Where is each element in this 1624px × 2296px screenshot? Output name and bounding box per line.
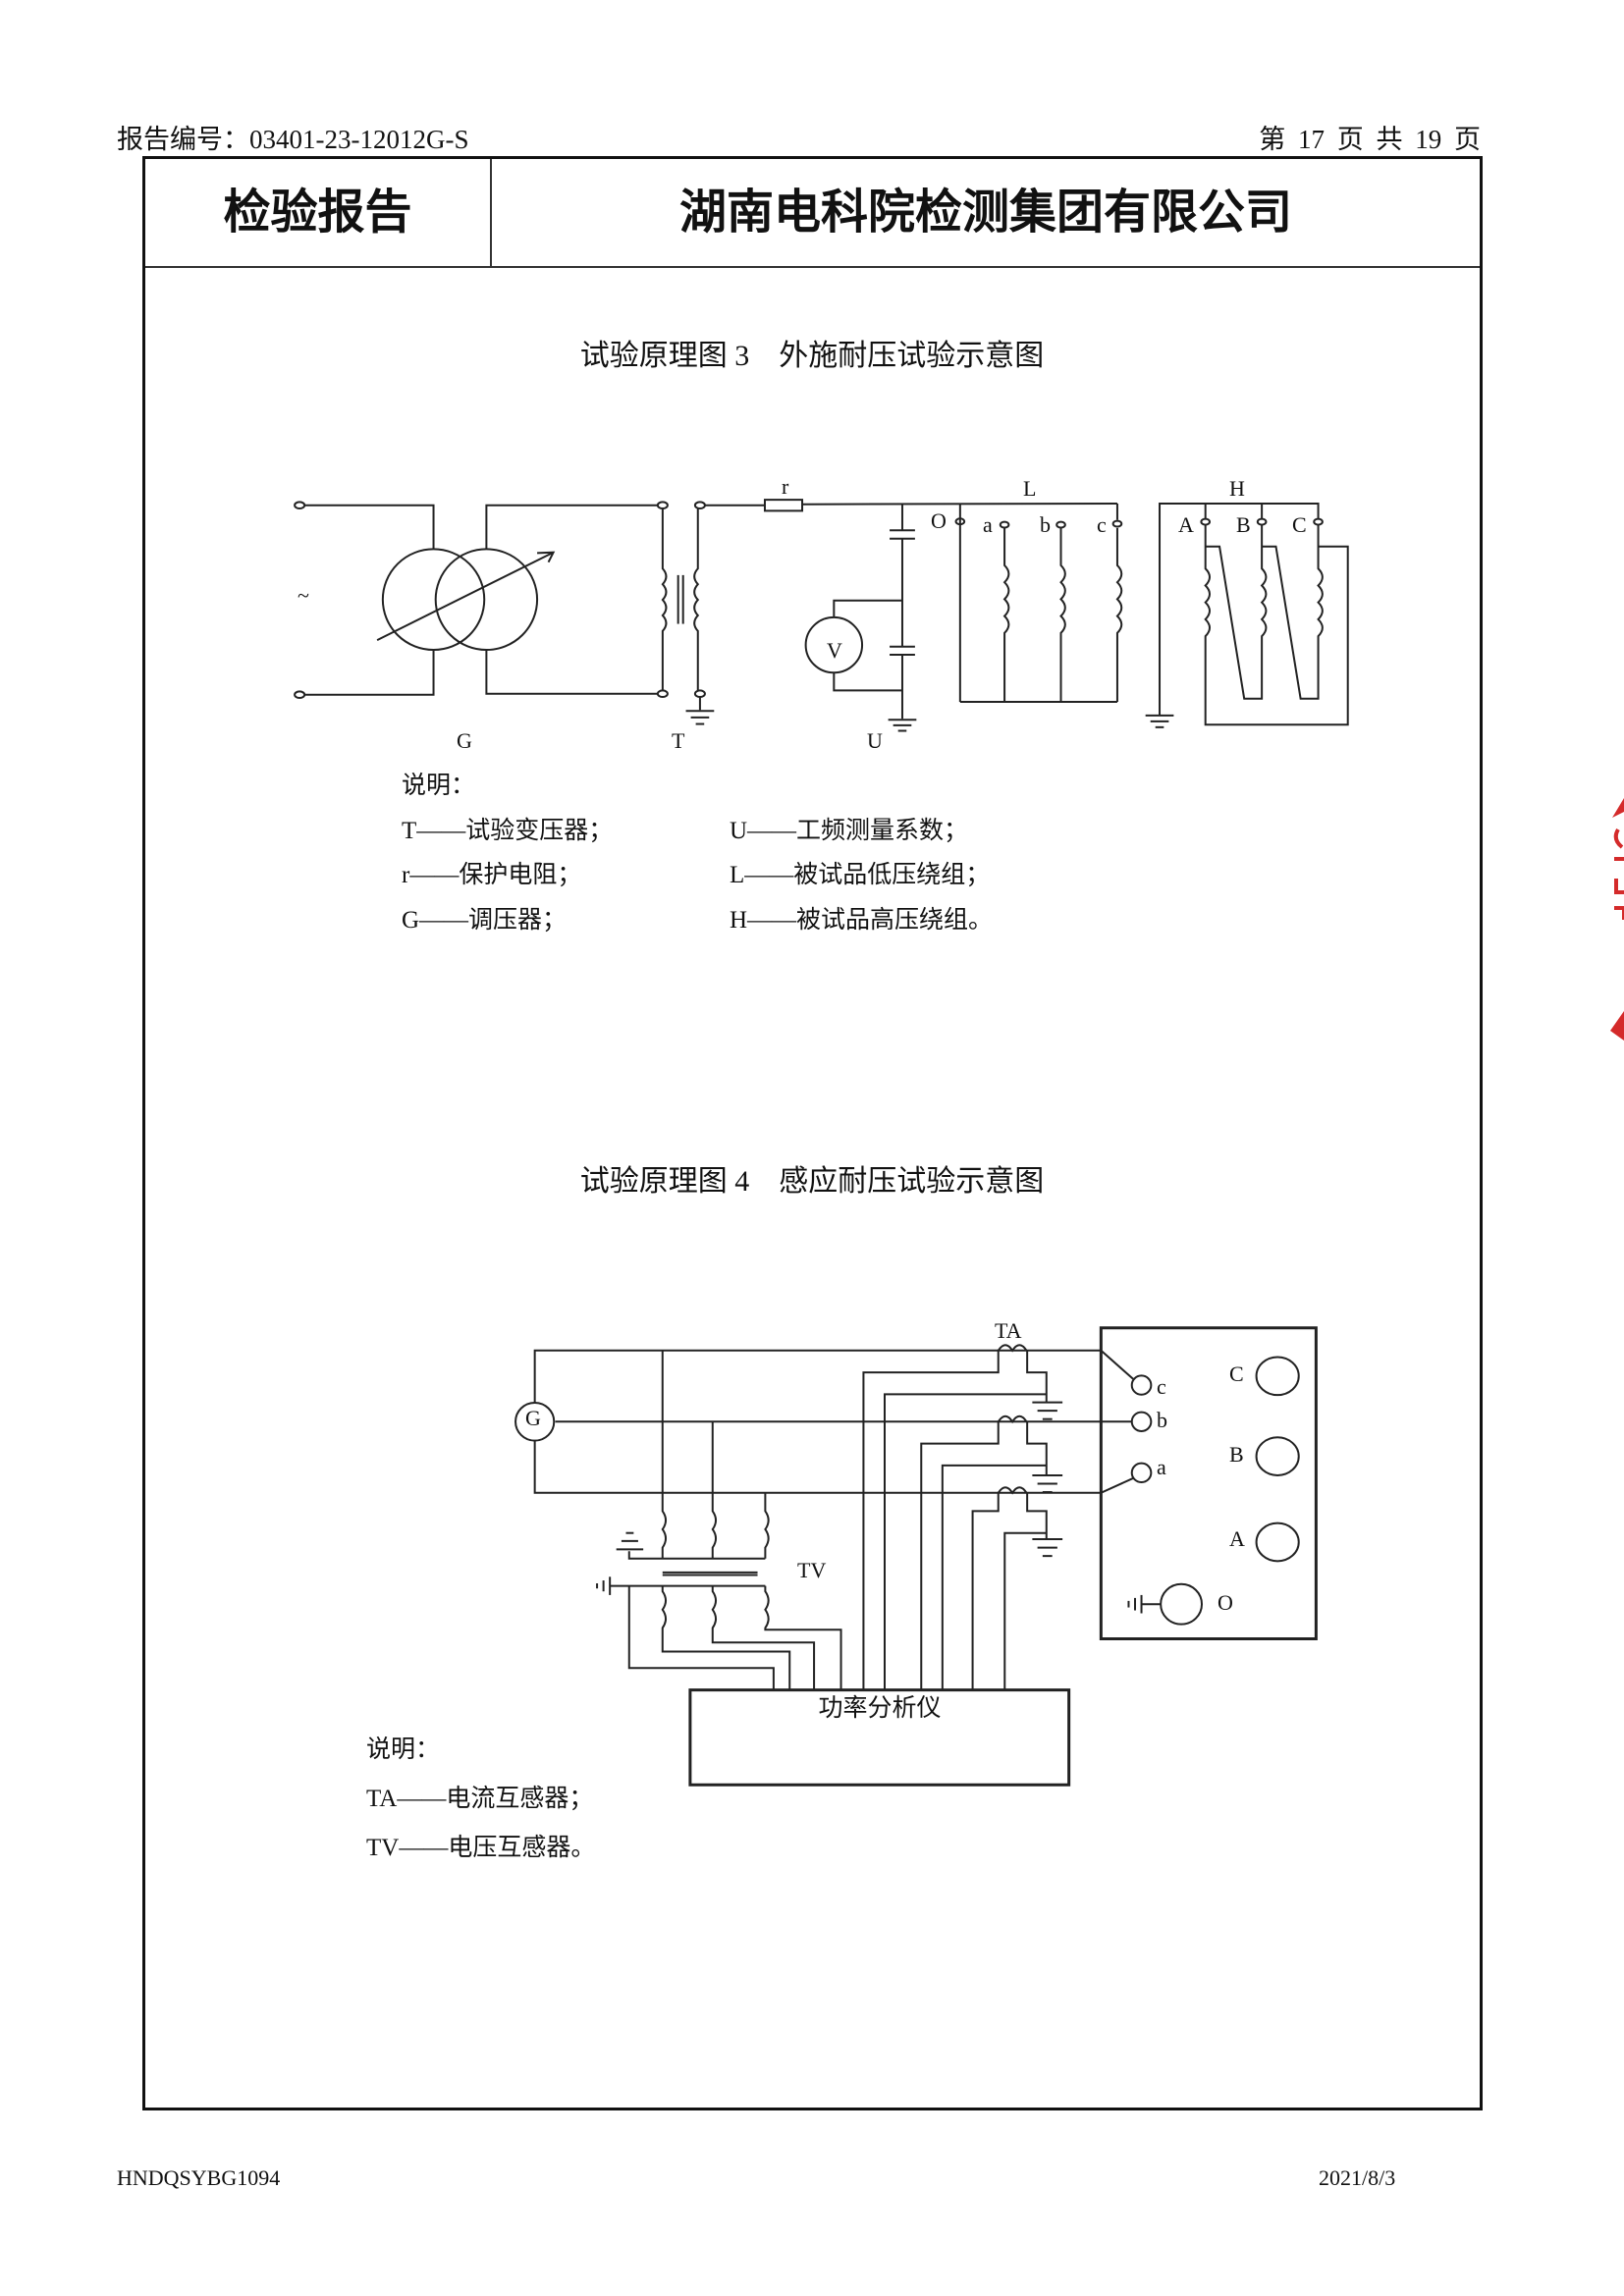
report-number: 报告编号：03401-23-12012G-S [117,125,469,154]
footer-date: 2021/8/3 [1319,2165,1396,2190]
fig4-label-c: c [1157,1374,1166,1399]
measuring-U [806,505,917,731]
fig4-label-O: O [1218,1590,1233,1615]
label-r: r [782,474,789,499]
fig4-label-TA: TA [995,1318,1022,1343]
fig4-label-G: G [525,1406,541,1430]
legend-item: TV——电压互感器。 [366,1835,596,1861]
figure3-title: 试验原理图 3 外施耐压试验示意图 [579,340,1045,372]
title-divider [490,159,492,266]
power-analyzer-label: 功率分析仪 [818,1695,942,1722]
figure4-legend-title: 说明： [366,1736,441,1763]
label-B: B [1236,512,1251,537]
page-info: 第 17 页 共 19 页 [1259,125,1481,154]
fig4-label-b: b [1157,1408,1167,1432]
label-A: A [1178,512,1194,537]
high-voltage-winding-H [1146,504,1348,727]
label-C: C [1292,512,1307,537]
title-row: 检验报告 湖南电科院检测集团有限公司 [145,159,1480,268]
stamp-fragment [1610,798,1624,1041]
test-transformer-T [658,502,714,723]
current-transformers-TA [863,1345,1062,1689]
report-frame: 检验报告 湖南电科院检测集团有限公司 [142,156,1483,2110]
label-a: a [983,512,993,537]
label-O: O [931,508,947,533]
figure3-legend-title: 说明： [402,773,476,799]
legend-item: TA——电流互感器； [366,1786,594,1812]
figure3-diagram [275,461,1375,754]
form-code: HNDQSYBG1094 [117,2165,281,2190]
label-H: H [1229,476,1245,501]
low-voltage-winding-L [956,504,1122,702]
figure4-diagram [334,1296,1335,1789]
ac-source-label: ~ [298,583,309,608]
legend-item: G——调压器； [402,907,568,934]
legend-item: r——保护电阻； [402,862,582,888]
fig4-label-B: B [1229,1442,1244,1467]
report-type-title: 检验报告 [223,185,412,240]
fig4-label-A: A [1229,1526,1245,1551]
label-b: b [1040,512,1051,537]
power-analyzer-box [690,1690,1069,1786]
resistor-r [705,500,1117,510]
label-V: V [827,638,842,663]
three-phase-lines [515,1351,1133,1493]
fig4-label-C: C [1229,1362,1244,1386]
company-name: 湖南电科院检测集团有限公司 [678,185,1292,240]
label-L: L [1023,476,1037,501]
figure4-title: 试验原理图 4 感应耐压试验示意图 [579,1165,1045,1198]
legend-item: U——工频测量系数； [730,818,969,844]
voltage-transformers-TV [597,1351,840,1690]
legend-item: L——被试品低压绕组； [730,862,991,888]
fig4-label-TV: TV [797,1558,827,1582]
test-object-box [1101,1328,1316,1639]
label-c: c [1097,512,1107,537]
legend-item: T——试验变压器； [402,818,614,844]
label-G: G [457,728,472,753]
regulator-G [295,502,658,698]
label-U: U [867,728,883,753]
label-T: T [672,728,685,753]
legend-item: H——被试品高压绕组。 [730,907,994,934]
fig4-label-a: a [1157,1455,1166,1479]
